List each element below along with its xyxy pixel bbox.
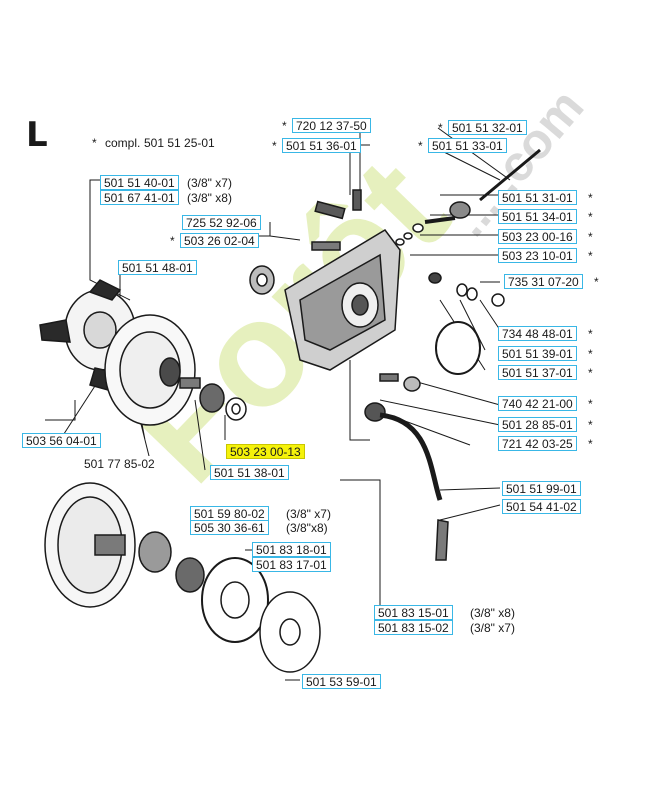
- clutch-drum: [104, 314, 247, 426]
- part-label-501-77-85-02[interactable]: 501 77 85-02: [80, 456, 159, 471]
- sprocket-assembly: [44, 482, 321, 673]
- small-seals: [379, 272, 505, 392]
- part-label-501-51-33-01[interactable]: 501 51 33-01: [428, 138, 507, 153]
- part-label-720-12-37-50[interactable]: 720 12 37-50: [292, 118, 371, 133]
- part-label-501-83-18-01[interactable]: 501 83 18-01: [252, 542, 331, 557]
- part-label-501-51-40-01[interactable]: 501 51 40-01: [100, 175, 179, 190]
- part-note: (3/8" x7): [187, 176, 232, 190]
- part-label-501-67-41-01[interactable]: 501 67 41-01: [100, 190, 179, 205]
- part-label-725-52-92-06[interactable]: 725 52 92-06: [182, 215, 261, 230]
- part-note: (3/8" x8): [187, 191, 232, 205]
- asterisk-marker: *: [588, 249, 593, 263]
- asterisk-marker: *: [438, 121, 443, 135]
- asterisk-marker: *: [170, 234, 175, 248]
- part-label-501-83-15-02[interactable]: 501 83 15-02: [374, 620, 453, 635]
- part-label-505-30-36-61[interactable]: 505 30 36-61: [190, 520, 269, 535]
- part-label-501-83-17-01[interactable]: 501 83 17-01: [252, 557, 331, 572]
- part-note: (3/8" x7): [470, 621, 515, 635]
- part-label-503-26-02-04[interactable]: 503 26 02-04: [180, 233, 259, 248]
- part-label-501-51-32-01[interactable]: 501 51 32-01: [448, 120, 527, 135]
- part-note: (3/8"x8): [286, 521, 328, 535]
- compl-marker: *: [92, 136, 97, 150]
- asterisk-marker: *: [588, 397, 593, 411]
- part-label-735-31-07-20[interactable]: 735 31 07-20: [504, 274, 583, 289]
- asterisk-marker: *: [282, 119, 287, 133]
- asterisk-marker: *: [272, 139, 277, 153]
- part-label-501-83-15-01[interactable]: 501 83 15-01: [374, 605, 453, 620]
- part-label-501-54-41-02[interactable]: 501 54 41-02: [502, 499, 581, 514]
- part-note: (3/8" x7): [286, 507, 331, 521]
- adjusting-screw-kit: [395, 148, 541, 246]
- section-letter: L: [26, 115, 48, 155]
- asterisk-marker: *: [588, 437, 593, 451]
- part-label-503-23-00-16[interactable]: 503 23 00-16: [498, 229, 577, 244]
- asterisk-marker: *: [418, 139, 423, 153]
- compl-prefix: compl.: [105, 136, 141, 150]
- asterisk-marker: *: [588, 366, 593, 380]
- part-label-501-51-37-01[interactable]: 501 51 37-01: [498, 365, 577, 380]
- part-label-501-51-99-01[interactable]: 501 51 99-01: [502, 481, 581, 496]
- part-label-501-51-48-01[interactable]: 501 51 48-01: [118, 260, 197, 275]
- asterisk-marker: *: [588, 347, 593, 361]
- part-label-501-51-36-01[interactable]: 501 51 36-01: [282, 138, 361, 153]
- part-label-501-51-38-01[interactable]: 501 51 38-01: [210, 465, 289, 480]
- part-label-501-28-85-01[interactable]: 501 28 85-01: [498, 417, 577, 432]
- part-label-501-51-39-01[interactable]: 501 51 39-01: [498, 346, 577, 361]
- asterisk-marker: *: [588, 210, 593, 224]
- part-label-721-42-03-25[interactable]: 721 42 03-25: [498, 436, 577, 451]
- part-label-501-51-31-01[interactable]: 501 51 31-01: [498, 190, 577, 205]
- part-label-503-56-04-01[interactable]: 503 56 04-01: [22, 433, 101, 448]
- asterisk-marker: *: [588, 230, 593, 244]
- asterisk-marker: *: [588, 327, 593, 341]
- part-label-503-23-00-13[interactable]: 503 23 00-13: [226, 444, 305, 459]
- asterisk-marker: *: [588, 191, 593, 205]
- asterisk-marker: *: [594, 275, 599, 289]
- oil-hose: [364, 402, 449, 561]
- oil-pump-housing: [249, 189, 401, 371]
- part-label-503-23-10-01[interactable]: 503 23 10-01: [498, 248, 577, 263]
- part-label-501-51-25-01[interactable]: 501 51 25-01: [140, 135, 219, 150]
- part-label-734-48-48-01[interactable]: 734 48 48-01: [498, 326, 577, 341]
- asterisk-marker: *: [588, 418, 593, 432]
- part-label-740-42-21-00[interactable]: 740 42 21-00: [498, 396, 577, 411]
- part-note: (3/8" x8): [470, 606, 515, 620]
- part-label-501-51-34-01[interactable]: 501 51 34-01: [498, 209, 577, 224]
- part-label-501-53-59-01[interactable]: 501 53 59-01: [302, 674, 381, 689]
- part-label-501-59-80-02[interactable]: 501 59 80-02: [190, 506, 269, 521]
